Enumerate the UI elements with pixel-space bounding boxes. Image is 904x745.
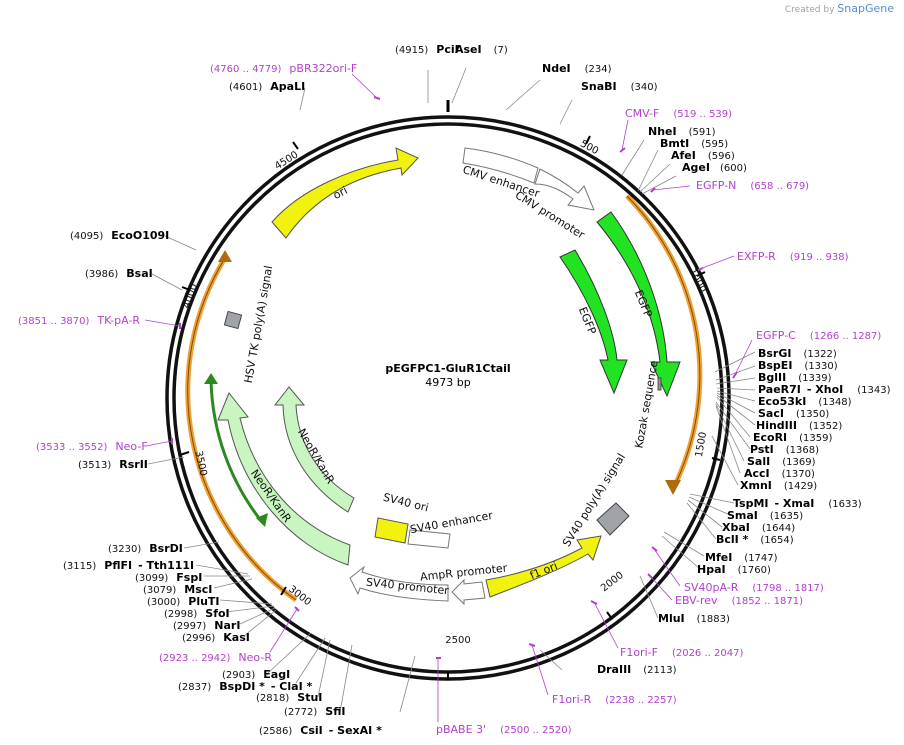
feature-label: SV40 poly(A) signal — [560, 451, 628, 549]
site-label: (4095)EcoO109I — [70, 229, 169, 242]
feature-egfp-inner-arrow — [559, 249, 628, 395]
feature-sv40-polya — [596, 502, 630, 536]
primer-label: (3533 .. 3552)Neo-F — [36, 440, 148, 453]
site-label: (3513)RsrII — [78, 458, 148, 471]
site-label: XmnI(1429) — [740, 479, 817, 492]
site-label: BglII(1339) — [758, 371, 832, 384]
site-label: EcoRI(1359) — [753, 431, 833, 444]
site-label: SnaBI(340) — [581, 80, 658, 93]
site-label: (4915)PciI — [395, 43, 459, 56]
site-label: AccI(1370) — [744, 467, 815, 480]
feature-label: HSV TK poly(A) signal — [242, 265, 275, 385]
site-label: SmaI(1635) — [727, 509, 803, 522]
primer-label: CMV-F(519 .. 539) — [625, 107, 732, 120]
primer-label: EGFP-C(1266 .. 1287) — [756, 329, 881, 342]
feature-label: SV40 ori — [382, 491, 430, 515]
feature-ampr-promoter-arrow — [451, 578, 486, 606]
restriction-sites: (4915)PciI AseI(7) NdeI(234) SnaBI(340) … — [63, 43, 891, 737]
feature-hsv-tk-polya — [223, 310, 243, 330]
primer-label: EXFP-R(919 .. 938) — [737, 250, 849, 263]
primer-label: F1ori-F(2026 .. 2047) — [620, 646, 743, 659]
plasmid-size: 4973 bp — [425, 376, 470, 389]
feature-label: NeoR/KanR — [248, 467, 294, 525]
site-label: AgeI(600) — [682, 161, 747, 174]
site-label: (2586)CsiI- SexAI * — [259, 724, 382, 737]
feature-label: Kozak sequence — [632, 359, 660, 449]
site-label: XbaI(1644) — [722, 521, 795, 534]
site-label: DraIII(2113) — [597, 663, 677, 676]
snapgene-credit: Created by SnapGene — [785, 2, 894, 15]
site-label: MfeI(1747) — [705, 551, 778, 564]
site-label: (3230)BsrDI — [108, 542, 183, 555]
feature-cmv-enhancer-arrow — [462, 147, 539, 184]
site-label: NheI(591) — [648, 125, 716, 138]
feature-f1-ori-arrow — [485, 535, 602, 598]
primer-label: SV40pA-R(1798 .. 1817) — [684, 581, 824, 594]
primer-label: EBV-rev(1852 .. 1871) — [675, 594, 803, 607]
site-label: (3986)BsaI — [85, 267, 153, 280]
snapgene-logo: SnapGene — [837, 2, 894, 15]
site-label: NdeI(234) — [542, 62, 612, 75]
primer-label: pBABE 3'(2500 .. 2520) — [436, 723, 572, 736]
site-label: BspEI(1330) — [758, 359, 838, 372]
plasmid-name: pEGFPC1-GluR1Ctail — [385, 362, 510, 375]
feature-sv40-enhancer — [407, 529, 451, 549]
primer-label: F1ori-R(2238 .. 2257) — [552, 693, 677, 706]
feature-label: f1 ori — [528, 559, 559, 582]
site-label: (2998)SfoI — [164, 607, 230, 620]
site-label: (2903)EagI — [222, 668, 290, 681]
feature-sv40-promoter-arrow — [349, 565, 449, 602]
site-label: (3079)MscI — [143, 583, 212, 596]
tick-label: 2000 — [599, 570, 626, 594]
feature-cmv-promoter-arrow — [534, 168, 595, 211]
site-label: BclI *(1654) — [716, 533, 794, 546]
site-label: AfeI(596) — [671, 149, 735, 162]
site-label: Eco53kI(1348) — [758, 395, 852, 408]
site-leader-lines — [147, 67, 756, 713]
site-label: PaeR7I- XhoI(1343) — [758, 383, 891, 396]
tick-label: 3500 — [192, 450, 208, 477]
feature-neor-kanr-outer-arrow — [217, 392, 351, 566]
site-label: HindIII(1352) — [756, 419, 842, 432]
feature-label: ori — [331, 184, 350, 202]
site-label: (2818)StuI — [256, 691, 322, 704]
site-label: (2996)KasI — [182, 631, 250, 644]
primer-label: EGFP-N(658 .. 679) — [696, 179, 809, 192]
site-label: (3099)FspI — [135, 571, 202, 584]
site-label: HpaI(1760) — [697, 563, 771, 576]
credit-prefix: Created by — [784, 5, 835, 15]
tick-label: 4000 — [181, 282, 200, 310]
site-label: (3000)PluTI — [147, 595, 220, 608]
primer-label: (2923 .. 2942)Neo-R — [159, 651, 272, 664]
site-label: SalI(1369) — [747, 455, 816, 468]
feature-kozak — [657, 377, 662, 391]
site-label: (2772)SfiI — [284, 705, 345, 718]
site-label: PstI(1368) — [750, 443, 819, 456]
tick-label: 1500 — [694, 431, 709, 458]
site-label: BmtI(595) — [660, 137, 728, 150]
site-label: (4601)ApaLI — [229, 80, 305, 93]
primer-leader-lines — [144, 73, 753, 722]
primer-labels: (4760 .. 4779)pBR322ori-F CMV-F(519 .. 5… — [18, 62, 881, 736]
tick-label: 2500 — [445, 635, 470, 646]
feature-sv40-ori — [374, 517, 409, 544]
feature-ori-arrow — [271, 147, 419, 239]
feature-neor-kanr-inner-arrow — [273, 386, 355, 513]
site-label: (2837)BspDI *- ClaI * — [178, 680, 312, 693]
site-label: TspMI- XmaI(1633) — [733, 497, 862, 510]
site-label: (2997)NarI — [173, 619, 240, 632]
primer-label: (3851 .. 3870)TK-pA-R — [18, 314, 140, 327]
feature-egfp-outer-arrow — [596, 211, 681, 398]
translation-arc-neo-inner — [209, 379, 264, 523]
site-label: BsrGI(1322) — [758, 347, 837, 360]
site-label: SacI(1350) — [758, 407, 829, 420]
site-label: (3115)PflFI- Tth111I — [63, 559, 194, 572]
site-label: AseI(7) — [455, 43, 508, 56]
site-label: MluI(1883) — [658, 612, 730, 625]
primer-label: (4760 .. 4779)pBR322ori-F — [210, 62, 357, 75]
